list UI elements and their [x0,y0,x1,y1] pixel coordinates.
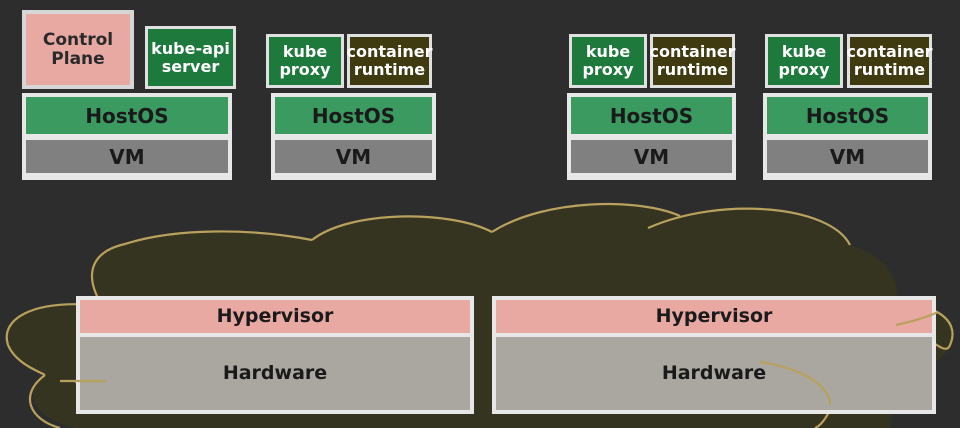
hardware-block: Hardware [80,337,470,410]
vm-bar: VM [275,140,432,173]
control-plane-box: Control Plane [22,10,134,89]
kube-proxy-label: kube proxy [778,42,830,79]
host-os-label: HostOS [609,103,694,128]
container-runtime-label: container runtime [346,42,433,79]
container-runtime-box: container runtime [650,34,735,88]
control-host: HostOS VM [22,93,232,180]
hypervisor-label: Hypervisor [216,305,334,328]
host-os-bar: HostOS [275,97,432,134]
vm-bar: VM [26,140,228,173]
control-plane-label: Control Plane [42,29,114,69]
vm-label: VM [335,144,372,169]
host-os-bar: HostOS [571,97,732,134]
host-os-bar: HostOS [767,97,928,134]
worker-host: HostOS VM [763,93,932,180]
container-runtime-box: container runtime [347,34,432,88]
kube-proxy-box: kube proxy [765,34,843,88]
kube-api-server-label: kube-api server [151,38,230,76]
worker-host: HostOS VM [271,93,436,180]
host-os-label: HostOS [311,103,396,128]
physical-server: Hypervisor Hardware [76,296,474,414]
worker-host: HostOS VM [567,93,736,180]
kube-proxy-box: kube proxy [569,34,647,88]
kube-proxy-label: kube proxy [279,42,331,79]
hardware-block: Hardware [496,337,932,410]
kube-proxy-label: kube proxy [582,42,634,79]
vm-label: VM [109,144,145,169]
hypervisor-bar: Hypervisor [496,300,932,333]
host-os-bar: HostOS [26,97,228,134]
host-os-label: HostOS [85,103,169,128]
hardware-label: Hardware [222,362,328,385]
container-runtime-box: container runtime [847,34,932,88]
hardware-label: Hardware [661,362,767,385]
vm-bar: VM [571,140,732,173]
physical-server: Hypervisor Hardware [492,296,936,414]
vm-bar: VM [767,140,928,173]
container-runtime-label: container runtime [846,42,933,79]
vm-label: VM [829,144,866,169]
vm-label: VM [633,144,670,169]
kube-proxy-box: kube proxy [266,34,344,88]
hypervisor-label: Hypervisor [655,305,773,328]
host-os-label: HostOS [805,103,890,128]
hypervisor-bar: Hypervisor [80,300,470,333]
container-runtime-label: container runtime [649,42,736,79]
kube-api-server-box: kube-api server [145,26,236,89]
